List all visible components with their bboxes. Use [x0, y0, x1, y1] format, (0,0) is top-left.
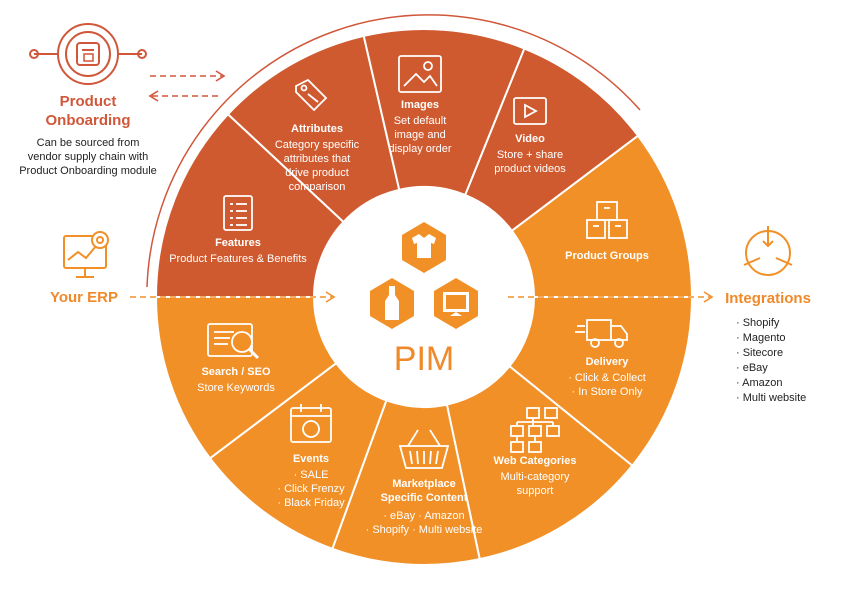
video-line-1: Store + share: [497, 149, 563, 161]
integration-item: · Multi website: [736, 392, 806, 404]
onboarding-icon: [29, 23, 147, 85]
onboarding-arc: [146, 14, 641, 288]
events-line-2: · Click Frenzy: [277, 483, 345, 495]
attributes-line-2: attributes that: [284, 153, 351, 165]
images-line-1: Set default: [394, 115, 447, 127]
onboarding-title-2: Onboarding: [46, 112, 131, 129]
onboarding-line-1: Can be sourced from: [37, 137, 140, 149]
onboarding-line-2: vendor supply chain with: [28, 151, 148, 163]
images-title: Images: [401, 99, 439, 111]
events-line-3: · Black Friday: [277, 497, 345, 509]
tshirt-icon: [402, 222, 446, 273]
sitemap-icon: [510, 407, 560, 453]
tv-icon: [434, 278, 478, 329]
attributes-line-1: Category specific: [275, 139, 360, 151]
play-icon: [513, 97, 547, 125]
features-title: Features: [215, 237, 261, 249]
video-title: Video: [515, 133, 545, 145]
product-groups-title: Product Groups: [565, 250, 649, 262]
truck-icon: [575, 319, 628, 348]
image-icon: [398, 55, 442, 93]
attributes-title: Attributes: [291, 123, 343, 135]
images-line-3: display order: [389, 143, 452, 155]
attributes-line-4: comparison: [289, 181, 346, 193]
web-categories-line-1: Multi-category: [500, 471, 570, 483]
checklist-icon: [223, 195, 253, 231]
boxes-icon: [586, 201, 628, 239]
search-seo-title: Search / SEO: [201, 366, 271, 378]
bottle-icon: [370, 278, 414, 329]
integrations-label: Integrations: [725, 290, 811, 307]
onboarding-arrows: [148, 70, 226, 102]
erp-icon: [63, 231, 109, 278]
marketplace-line-2: · Shopify · Multi website: [366, 524, 483, 536]
basket-icon: [398, 429, 450, 469]
search-seo-line-1: Store Keywords: [197, 382, 275, 394]
video-line-2: product videos: [494, 163, 566, 175]
integration-item: · Sitecore: [736, 347, 783, 359]
center-label: PIM: [394, 340, 454, 378]
onboarding-line-3: Product Onboarding module: [19, 165, 157, 177]
attributes-line-3: drive product: [285, 167, 349, 179]
erp-arrow: [130, 291, 336, 303]
events-line-1: · SALE: [294, 469, 329, 481]
integration-item: · Amazon: [736, 377, 782, 389]
marketplace-title-2: Specific Content: [381, 492, 468, 504]
features-line-1: Product Features & Benefits: [169, 253, 307, 265]
delivery-line-2: · In Store Only: [572, 386, 643, 398]
tags-icon: [295, 78, 328, 112]
search-page-icon: [207, 323, 260, 360]
calendar-icon: [290, 404, 332, 443]
delivery-line-1: · Click & Collect: [568, 372, 646, 384]
web-categories-line-2: support: [517, 485, 554, 497]
delivery-title: Delivery: [586, 356, 630, 368]
integrations-list: · Shopify · Magento · Sitecore · eBay · Amaz…: [736, 317, 806, 404]
events-title: Events: [293, 453, 329, 465]
marketplace-line-1: · eBay · Amazon: [383, 510, 464, 522]
images-line-2: image and: [394, 129, 445, 141]
integration-item: · eBay: [736, 362, 768, 374]
marketplace-title: Marketplace: [392, 478, 456, 490]
integration-item: · Magento: [736, 332, 786, 344]
integration-item: · Shopify: [736, 317, 780, 329]
erp-label: Your ERP: [50, 289, 118, 306]
web-categories-title: Web Categories: [494, 455, 577, 467]
integrations-arrow: [508, 291, 714, 303]
center-circle: [314, 187, 534, 407]
onboarding-title-1: Product: [60, 93, 117, 110]
integrations-icon: [743, 226, 793, 276]
